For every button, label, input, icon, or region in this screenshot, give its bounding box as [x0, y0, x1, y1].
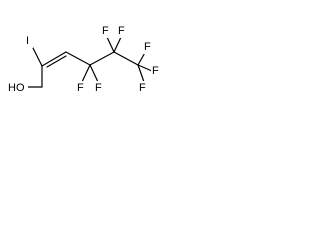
fluorine-c6-top-label: F	[144, 41, 151, 53]
bond-c6-f-bottom	[137, 64, 145, 83]
iodine-label: I	[26, 35, 29, 47]
bond-c2-c3	[41, 51, 67, 67]
bond-c2-c3-inner	[46, 55, 67, 68]
bond-c3-c4	[65, 51, 91, 66]
bond-c4-f-left	[81, 64, 91, 83]
hydroxyl-label: HO	[8, 82, 25, 94]
label-layer: HO I F F F F F F F	[8, 24, 162, 95]
bond-c4-f-right	[89, 64, 99, 83]
bond-layer	[27, 34, 153, 88]
fluorine-c6-right-label: F	[152, 65, 159, 77]
fluorine-c4-right-label: F	[95, 82, 102, 94]
bond-c6-f-right	[137, 64, 153, 72]
bond-c5-c6	[113, 51, 139, 66]
chemical-structure: HO I F F F F F F F	[8, 24, 162, 95]
bond-c4-c5	[89, 51, 115, 66]
fluorine-c4-left-label: F	[77, 82, 84, 94]
fluorine-c5-left-label: F	[102, 25, 109, 37]
fluorine-c5-right-label: F	[118, 25, 125, 37]
fluorine-c6-bottom-label: F	[139, 82, 146, 94]
